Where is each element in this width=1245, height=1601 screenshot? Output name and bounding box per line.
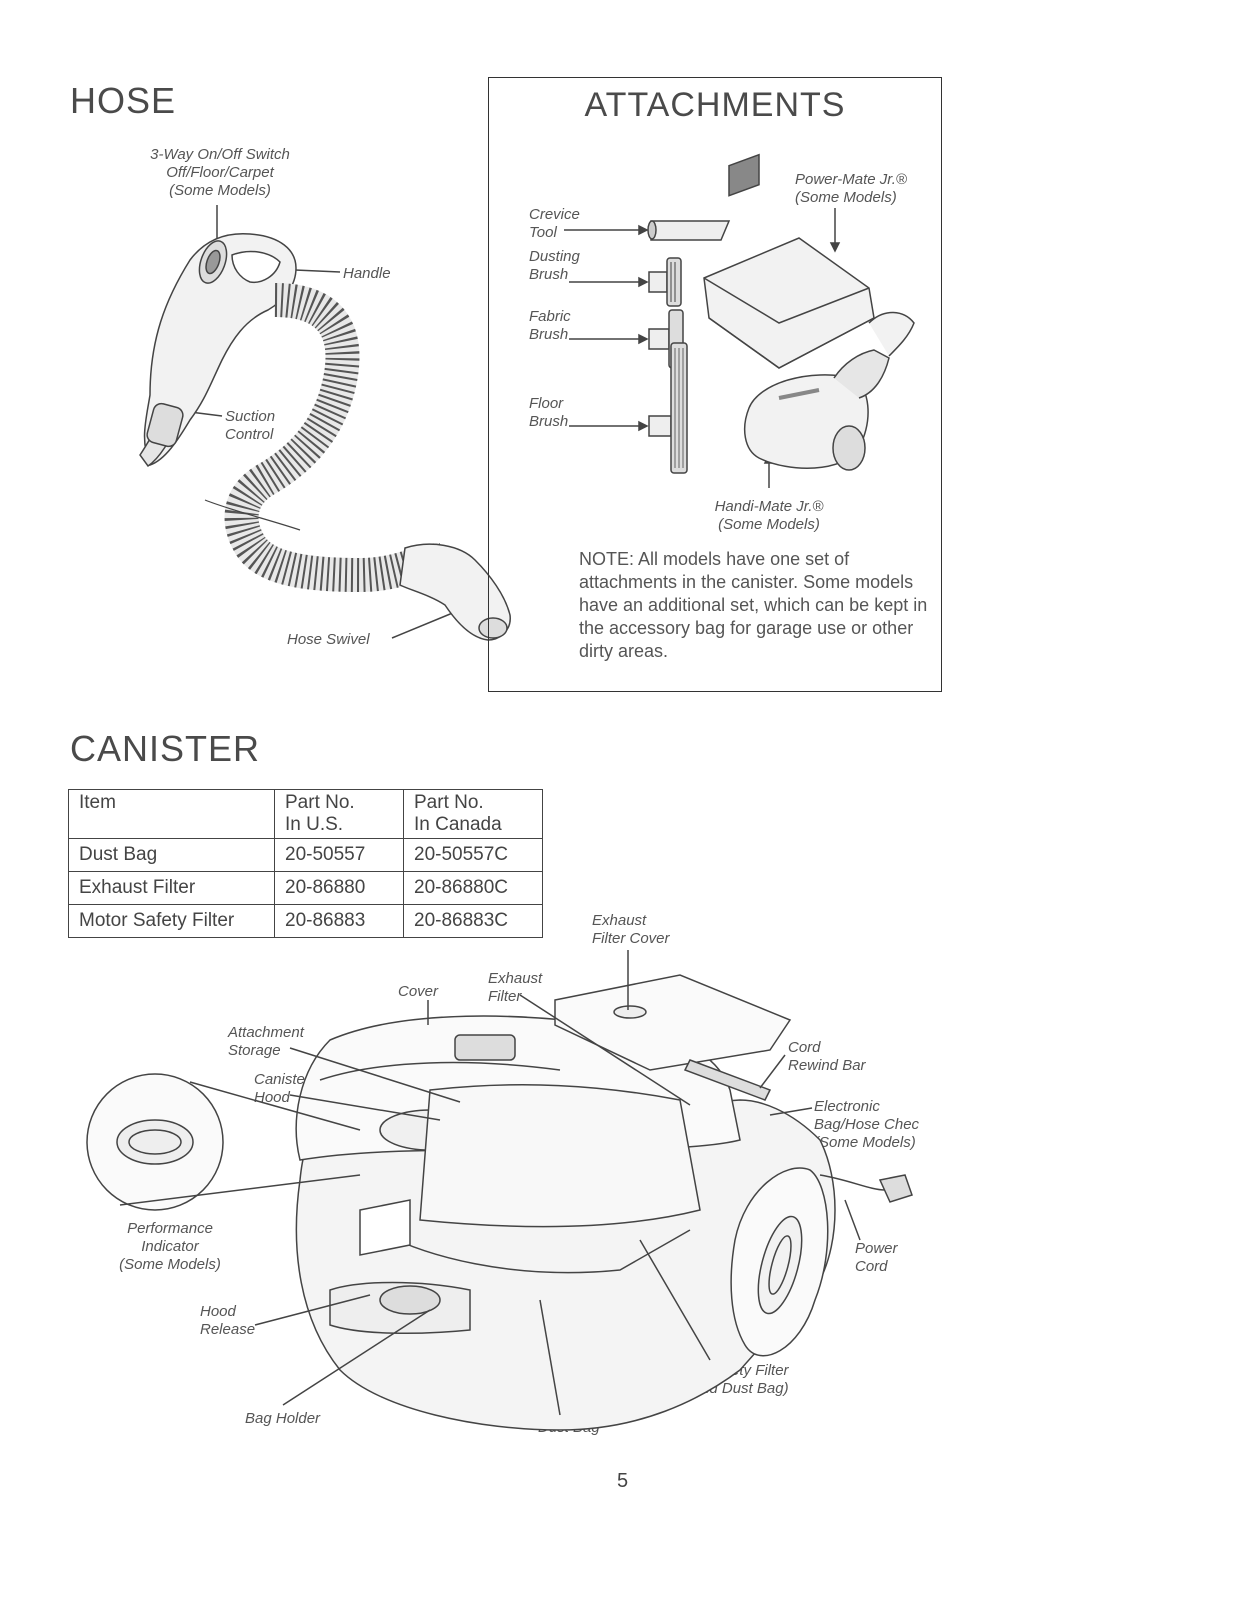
cord-rewind-bar-label: Cord Rewind Bar bbox=[788, 1039, 866, 1075]
table-row: Exhaust Filter 20-86880 20-86880C bbox=[68, 871, 543, 905]
handimate-label: Handi-Mate Jr.® (Some Models) bbox=[689, 498, 849, 534]
performance-line1: Performance bbox=[127, 1220, 213, 1237]
crevice-label-line1: Crevice bbox=[529, 206, 580, 223]
suction-control-label: Suction Control bbox=[225, 408, 275, 444]
table-cell-part-us: 20-86880 bbox=[274, 871, 404, 905]
table-cell-part-canada: 20-86880C bbox=[403, 871, 543, 905]
attachment-storage-line1: Attachment bbox=[228, 1024, 304, 1041]
table-cell-part-us: 20-50557 bbox=[274, 838, 404, 872]
header-part-us-line1: Part No. bbox=[285, 792, 355, 813]
page-number: 5 bbox=[616, 1470, 629, 1492]
performance-line2: Indicator bbox=[141, 1238, 199, 1255]
attachments-title: ATTACHMENTS bbox=[584, 86, 846, 124]
crevice-label-line2: Tool bbox=[529, 224, 557, 241]
table-cell-part-canada: 20-86883C bbox=[403, 904, 543, 938]
switch-label-line2: Off/Floor/Carpet bbox=[166, 164, 274, 181]
hood-release-line1: Hood bbox=[200, 1303, 236, 1320]
floor-label-line2: Brush bbox=[529, 413, 569, 430]
attachments-note: NOTE: All models have one set of attachm… bbox=[579, 548, 939, 663]
power-cord-label: Power Cord bbox=[855, 1240, 898, 1276]
parts-table: Item Part No. In U.S. Part No. In Canada… bbox=[68, 789, 543, 938]
hood-release-label: Hood Release bbox=[200, 1303, 255, 1339]
powermate-label: Power-Mate Jr.® (Some Models) bbox=[795, 171, 907, 207]
header-part-canada-line1: Part No. bbox=[414, 792, 484, 813]
dusting-label-line1: Dusting bbox=[529, 248, 580, 265]
handimate-label-line1: Handi-Mate Jr.® bbox=[714, 498, 824, 515]
cord-rewind-line1: Cord bbox=[788, 1039, 821, 1056]
hose-swivel-label: Hose Swivel bbox=[287, 631, 370, 648]
canister-hood-line2: Hood bbox=[254, 1089, 290, 1106]
dusting-brush-label: Dusting Brush bbox=[529, 248, 580, 284]
fabric-label-line1: Fabric bbox=[529, 308, 571, 325]
table-cell-part-us: 20-86883 bbox=[274, 904, 404, 938]
powermate-label-line1: Power-Mate Jr.® bbox=[795, 171, 907, 188]
electronic-line3: (Some Models) bbox=[814, 1134, 916, 1151]
attachment-storage-label: Attachment Storage bbox=[228, 1024, 304, 1060]
fabric-label-line2: Brush bbox=[529, 326, 569, 343]
power-cord-line2: Cord bbox=[855, 1258, 888, 1275]
exhaust-cover-line1: Exhaust bbox=[592, 912, 647, 929]
crevice-tool-label: Crevice Tool bbox=[529, 206, 580, 242]
exhaust-filter-line1: Exhaust bbox=[488, 970, 543, 987]
fabric-brush-label: Fabric Brush bbox=[529, 308, 571, 344]
canister-hood-line1: Canister bbox=[254, 1071, 310, 1088]
cord-rewind-line2: Rewind Bar bbox=[788, 1057, 866, 1074]
suction-label-line2: Control bbox=[225, 426, 274, 443]
attachments-panel: ATTACHMENTS Power-Mate Jr.® (Some Models… bbox=[488, 77, 942, 692]
header-part-us: Part No. In U.S. bbox=[274, 789, 404, 839]
switch-label-line1: 3-Way On/Off Switch bbox=[150, 146, 290, 163]
canister-hood-label: Canister Hood bbox=[254, 1071, 310, 1107]
suction-label-line1: Suction bbox=[225, 408, 276, 425]
exhaust-filter-line2: Filter bbox=[488, 988, 522, 1005]
note-heading: NOTE: bbox=[579, 549, 635, 569]
hose-section-title: HOSE bbox=[70, 80, 177, 121]
note-body: All models have one set of attachments i… bbox=[579, 549, 928, 661]
table-cell-item: Exhaust Filter bbox=[68, 871, 275, 905]
performance-indicator-label: Performance Indicator (Some Models) bbox=[100, 1220, 240, 1274]
switch-label-line3: (Some Models) bbox=[169, 182, 271, 199]
exhaust-cover-line2: Filter Cover bbox=[592, 930, 670, 947]
header-part-canada-line2: In Canada bbox=[414, 814, 502, 835]
cover-label: Cover bbox=[398, 983, 439, 1000]
electronic-line1: Electronic bbox=[814, 1098, 880, 1115]
exhaust-filter-cover-label: Exhaust Filter Cover bbox=[592, 912, 670, 948]
electronic-line2: Bag/Hose Chec bbox=[814, 1116, 920, 1133]
floor-label-line1: Floor bbox=[529, 395, 564, 412]
header-part-us-line2: In U.S. bbox=[285, 814, 344, 835]
switch-label: 3-Way On/Off Switch Off/Floor/Carpet (So… bbox=[120, 146, 320, 200]
hood-release-line2: Release bbox=[200, 1321, 256, 1338]
dusting-label-line2: Brush bbox=[529, 266, 569, 283]
powermate-label-line2: (Some Models) bbox=[795, 189, 897, 206]
handimate-label-line2: (Some Models) bbox=[718, 516, 820, 533]
attachment-storage-line2: Storage bbox=[228, 1042, 281, 1059]
canister-illustration bbox=[0, 0, 1245, 1470]
table-row: Motor Safety Filter 20-86883 20-86883C bbox=[68, 904, 543, 938]
exhaust-filter-label: Exhaust Filter bbox=[488, 970, 542, 1006]
canister-section-title: CANISTER bbox=[70, 728, 261, 769]
floor-brush-label: Floor Brush bbox=[529, 395, 568, 431]
bag-holder-label: Bag Holder bbox=[245, 1410, 321, 1427]
performance-line3: (Some Models) bbox=[119, 1256, 221, 1273]
power-cord-line1: Power bbox=[855, 1240, 898, 1257]
attachments-illustration bbox=[489, 78, 943, 548]
table-cell-part-canada: 20-50557C bbox=[403, 838, 543, 872]
electronic-check-label: Electronic Bag/Hose Chec (Some Models) bbox=[814, 1098, 919, 1152]
handle-label: Handle bbox=[343, 265, 391, 282]
hose-illustration bbox=[0, 0, 520, 700]
